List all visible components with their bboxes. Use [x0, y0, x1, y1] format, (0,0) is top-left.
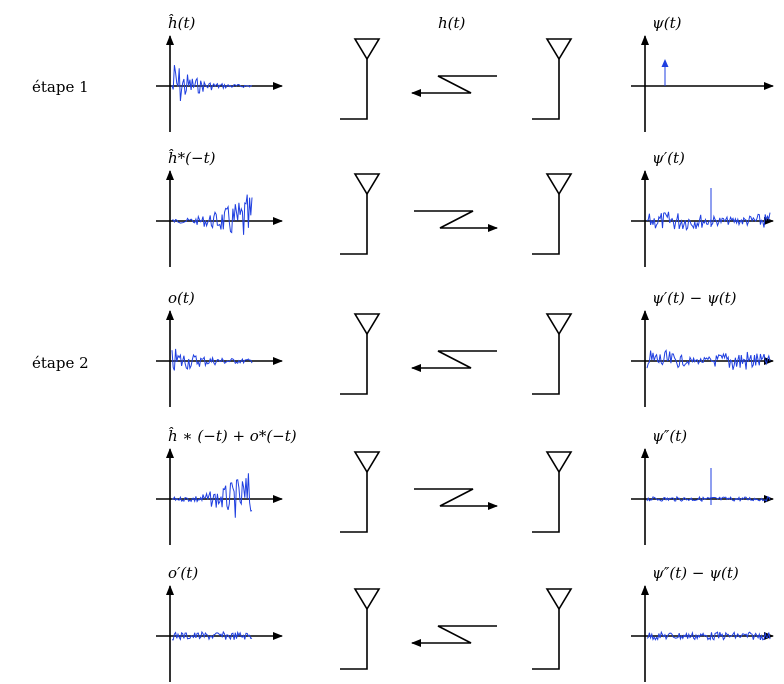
- row-5-right-antenna-icon: [545, 588, 573, 611]
- row-5-left-antenna-icon: [353, 588, 381, 611]
- row-2-right-label: ψ′(t): [652, 149, 685, 167]
- row-4-right-signal: [646, 495, 771, 503]
- row-1-right-antenna-icon: [545, 38, 573, 61]
- row-2-channel-arrow: [414, 210, 498, 232]
- row-4-right-label: ψ″(t): [652, 427, 687, 445]
- row-1-left-antenna-stem: [340, 59, 368, 120]
- row-3-left-antenna-stem: [340, 334, 368, 395]
- stage-1-label: étape 1: [32, 78, 89, 96]
- row-3-left-antenna-icon: [353, 313, 381, 336]
- row-1-left-label: ĥ(t): [168, 14, 196, 32]
- row-2: ĥ*(−t) ψ′(t): [156, 149, 774, 267]
- row-3-right-signal: [646, 349, 771, 370]
- row-3-left-label: o(t): [168, 289, 195, 307]
- row-5-channel-arrow: [411, 625, 497, 647]
- row-2-right-antenna-stem: [532, 194, 560, 255]
- row-4-left-signal: [171, 473, 253, 518]
- row-2-left-signal: [171, 194, 253, 235]
- row-1: ĥ(t) h(t) ψ(t): [156, 14, 774, 132]
- row-4-left-antenna-stem: [340, 472, 368, 533]
- row-1-channel-label: h(t): [438, 14, 466, 32]
- row-1-left-signal: [171, 65, 253, 102]
- row-4: ĥ ∗ (−t) + o*(−t) ψ″(t): [156, 427, 774, 545]
- row-5: o′(t) ψ″(t) − ψ(t): [156, 564, 774, 682]
- row-4-channel-arrow: [414, 488, 498, 510]
- row-5-left-label: o′(t): [168, 564, 198, 582]
- row-2-right-signal: [646, 211, 771, 231]
- row-2-left-label: ĥ*(−t): [168, 149, 216, 167]
- row-5-right-signal: [646, 630, 771, 641]
- row-1-right-label: ψ(t): [652, 14, 682, 32]
- row-4-right-antenna-stem: [532, 472, 560, 533]
- row-3-left-signal: [171, 348, 253, 371]
- row-5-left-antenna-stem: [340, 609, 368, 670]
- row-5-right-antenna-stem: [532, 609, 560, 670]
- row-2-left-antenna-stem: [340, 194, 368, 255]
- row-3-right-antenna-icon: [545, 313, 573, 336]
- stage-2-label: étape 2: [32, 354, 89, 372]
- row-3-right-label: ψ′(t) − ψ(t): [652, 289, 737, 307]
- rows-container: ĥ(t) h(t) ψ(t) ĥ*(−t) ψ′(t) o(t) ψ′(t) − ψ(t) ĥ…: [156, 14, 774, 682]
- row-5-right-label: ψ″(t) − ψ(t): [652, 564, 739, 582]
- row-3-channel-arrow: [411, 350, 497, 372]
- row-4-left-antenna-icon: [353, 451, 381, 474]
- row-1-right-antenna-stem: [532, 59, 560, 120]
- row-2-right-antenna-icon: [545, 173, 573, 196]
- row-1-channel-arrow: [411, 75, 497, 97]
- row-4-left-label: ĥ ∗ (−t) + o*(−t): [168, 427, 297, 445]
- row-4-right-antenna-icon: [545, 451, 573, 474]
- row-3: o(t) ψ′(t) − ψ(t): [156, 289, 774, 407]
- row-1-left-antenna-icon: [353, 38, 381, 61]
- row-3-right-antenna-stem: [532, 334, 560, 395]
- row-5-left-signal: [171, 630, 253, 641]
- row-2-left-antenna-icon: [353, 173, 381, 196]
